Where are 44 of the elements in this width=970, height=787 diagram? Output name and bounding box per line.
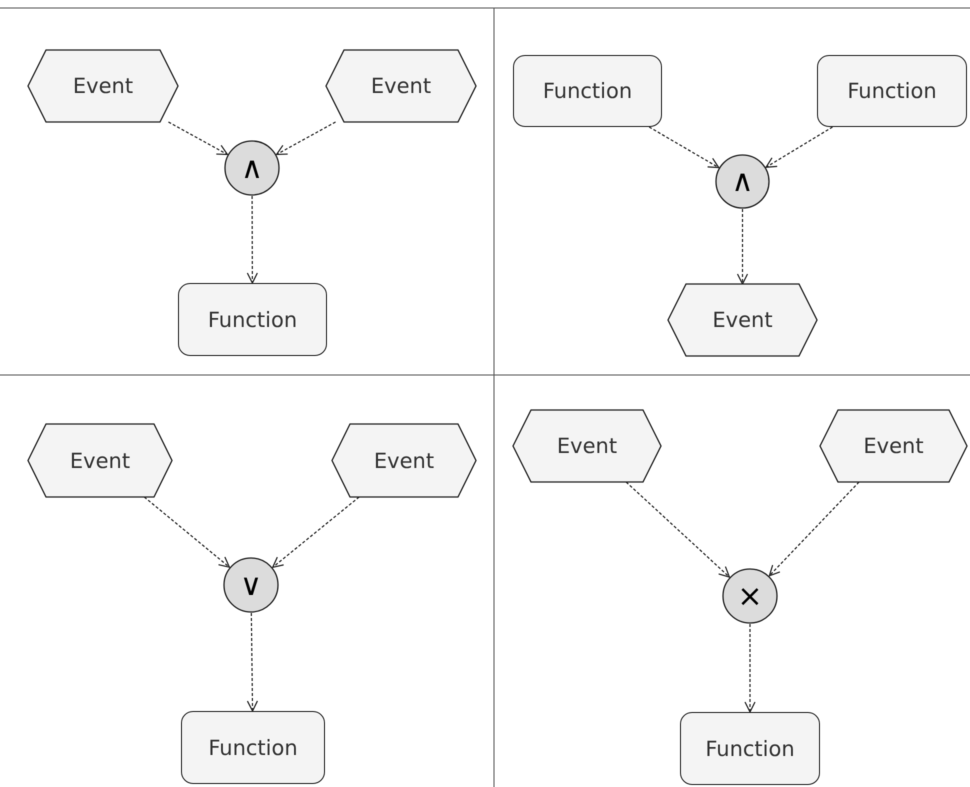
operator-symbol: × <box>737 578 763 614</box>
connector-circle <box>715 154 770 209</box>
operator-symbol: ∧ <box>241 150 263 186</box>
connector-circle <box>722 568 778 624</box>
event-hexagon <box>513 410 661 482</box>
node-label: Event <box>712 308 773 332</box>
node-label: Function <box>847 79 937 103</box>
arrow <box>272 496 360 568</box>
arrow <box>768 482 860 576</box>
arrow <box>648 126 720 168</box>
node-label: Event <box>72 74 134 98</box>
node-label: Event <box>863 434 924 458</box>
arrow <box>168 121 228 156</box>
event-hexagon <box>28 50 178 122</box>
node-label: Event <box>70 448 130 472</box>
function-box <box>680 712 820 785</box>
arrow <box>765 126 833 168</box>
function-box <box>178 283 327 356</box>
event-hexagon <box>28 424 172 497</box>
connector-circle <box>224 140 280 196</box>
node-label: Function <box>208 736 298 760</box>
event-hexagon <box>326 50 476 122</box>
arrow <box>276 121 336 156</box>
arrow <box>626 482 730 578</box>
arrow <box>736 209 748 285</box>
arrow <box>246 613 258 712</box>
operator-symbol: ∧ <box>732 164 754 199</box>
event-hexagon <box>820 410 967 482</box>
arrow <box>144 496 230 568</box>
event-hexagon <box>332 424 476 497</box>
node-label: Event <box>370 74 432 98</box>
function-box <box>181 711 325 784</box>
arrow <box>246 196 258 284</box>
connector-circle <box>223 557 279 613</box>
function-box <box>817 55 967 127</box>
node-label: Event <box>556 434 618 458</box>
node-label: Event <box>374 448 434 472</box>
function-box <box>513 55 662 127</box>
arrow <box>744 624 756 713</box>
node-label: Function <box>542 79 632 103</box>
node-label: Function <box>705 736 795 760</box>
event-hexagon <box>668 284 817 356</box>
operator-symbol: ∨ <box>240 568 262 602</box>
node-label: Function <box>208 308 298 332</box>
